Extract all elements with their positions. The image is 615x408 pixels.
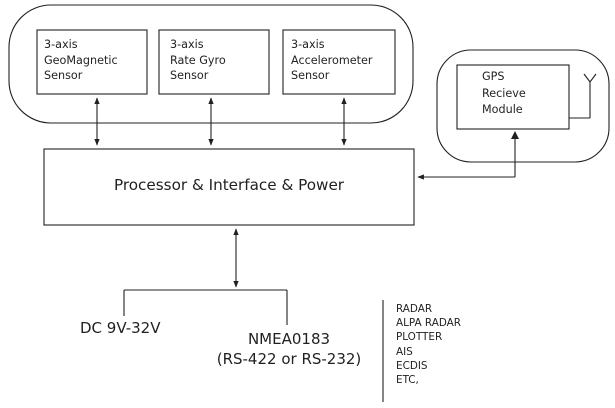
geomagnetic-line-3: Sensor bbox=[44, 69, 83, 82]
device-item: AIS bbox=[396, 345, 413, 358]
gps-line-3: Module bbox=[482, 103, 523, 116]
gps-enclosure bbox=[436, 49, 610, 163]
gps-module-label: GPS Recieve Module bbox=[482, 69, 526, 119]
geomagnetic-line-2: GeoMagnetic bbox=[44, 53, 118, 67]
rate-gyro-line-2: Rate Gyro bbox=[170, 53, 226, 67]
device-item: ALPA RADAR bbox=[396, 317, 461, 330]
geomagnetic-line-1: 3-axis bbox=[44, 38, 78, 51]
rate-gyro-sensor-label: 3-axis Rate Gyro Sensor bbox=[170, 37, 226, 84]
rate-gyro-line-3: Sensor bbox=[170, 69, 209, 82]
geomagnetic-sensor-box bbox=[36, 29, 148, 95]
gps-module-box bbox=[456, 64, 570, 130]
device-item: ETC, bbox=[396, 374, 419, 387]
gps-line-1: GPS bbox=[482, 70, 505, 83]
rate-gyro-line-1: 3-axis bbox=[170, 38, 204, 51]
accelerometer-sensor-label: 3-axis Accelerometer Sensor bbox=[291, 37, 372, 84]
antenna-icon bbox=[569, 73, 597, 119]
device-item: PLOTTER bbox=[396, 331, 443, 344]
nmea-line-1: NMEA0183 bbox=[247, 330, 331, 348]
rate-gyro-sensor-box bbox=[158, 29, 270, 95]
nmea-label: NMEA0183 (RS-422 or RS-232) bbox=[203, 329, 375, 369]
accelerometer-line-3: Sensor bbox=[291, 69, 330, 82]
accelerometer-line-2: Accelerometer bbox=[291, 53, 373, 67]
output-bracket bbox=[123, 289, 288, 325]
power-label: DC 9V-32V bbox=[80, 319, 161, 337]
accelerometer-line-1: 3-axis bbox=[291, 38, 325, 51]
geomagnetic-sensor-label: 3-axis GeoMagnetic Sensor bbox=[44, 37, 118, 84]
device-list: RADAR ALPA RADAR PLOTTER AIS ECDIS ETC, bbox=[396, 302, 461, 387]
processor-label: Processor & Interface & Power bbox=[113, 176, 345, 194]
gps-line-2: Recieve bbox=[482, 86, 526, 100]
nmea-line-2: (RS-422 or RS-232) bbox=[216, 350, 362, 368]
processor-box bbox=[43, 148, 415, 226]
device-item: ECDIS bbox=[396, 359, 428, 372]
device-item: RADAR bbox=[396, 303, 433, 315]
accelerometer-sensor-box bbox=[282, 29, 396, 95]
gps-link-arrow bbox=[417, 131, 519, 180]
